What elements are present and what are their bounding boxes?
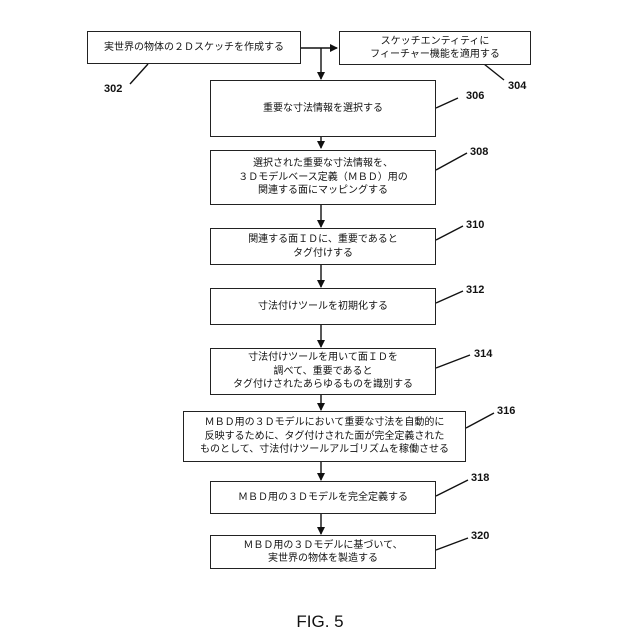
leader-306 <box>436 98 458 108</box>
step-306-box: 重要な寸法情報を選択する <box>210 80 436 137</box>
ref-306: 306 <box>466 90 484 102</box>
step-312-box: 寸法付けツールを初期化する <box>210 288 436 325</box>
step-318-box: ＭＢＤ用の３Ｄモデルを完全定義する <box>210 481 436 514</box>
leader-320 <box>436 538 468 550</box>
step-316-box: ＭＢＤ用の３Ｄモデルにおいて重要な寸法を自動的に 反映するために、タグ付けされた… <box>183 411 466 462</box>
step-304-box: スケッチエンティティに フィーチャー機能を適用する <box>339 31 531 65</box>
ref-304: 304 <box>508 80 526 92</box>
leader-318 <box>436 480 468 496</box>
step-308-box: 選択された重要な寸法情報を、 ３Ｄモデルベース定義（ＭＢＤ）用の 関連する面にマ… <box>210 150 436 205</box>
ref-318: 318 <box>471 472 489 484</box>
leader-302 <box>130 64 148 84</box>
leader-310 <box>436 226 463 240</box>
figure-label: FIG. 5 <box>0 612 640 632</box>
step-320-box: ＭＢＤ用の３Ｄモデルに基づいて、 実世界の物体を製造する <box>210 535 436 569</box>
ref-316: 316 <box>497 405 515 417</box>
leader-312 <box>436 291 463 303</box>
ref-320: 320 <box>471 530 489 542</box>
step-314-box: 寸法付けツールを用いて面ＩＤを 調べて、重要であると タグ付けされたあらゆるもの… <box>210 348 436 395</box>
step-302-box: 実世界の物体の２Ｄスケッチを作成する <box>87 31 301 64</box>
ref-312: 312 <box>466 284 484 296</box>
ref-302: 302 <box>104 83 122 95</box>
leader-316 <box>466 413 494 428</box>
ref-308: 308 <box>470 146 488 158</box>
step-310-box: 関連する面ＩＤに、重要であると タグ付けする <box>210 228 436 265</box>
ref-310: 310 <box>466 219 484 231</box>
leader-314 <box>436 355 470 368</box>
leader-304 <box>484 64 504 80</box>
ref-314: 314 <box>474 348 492 360</box>
leader-308 <box>436 153 467 170</box>
